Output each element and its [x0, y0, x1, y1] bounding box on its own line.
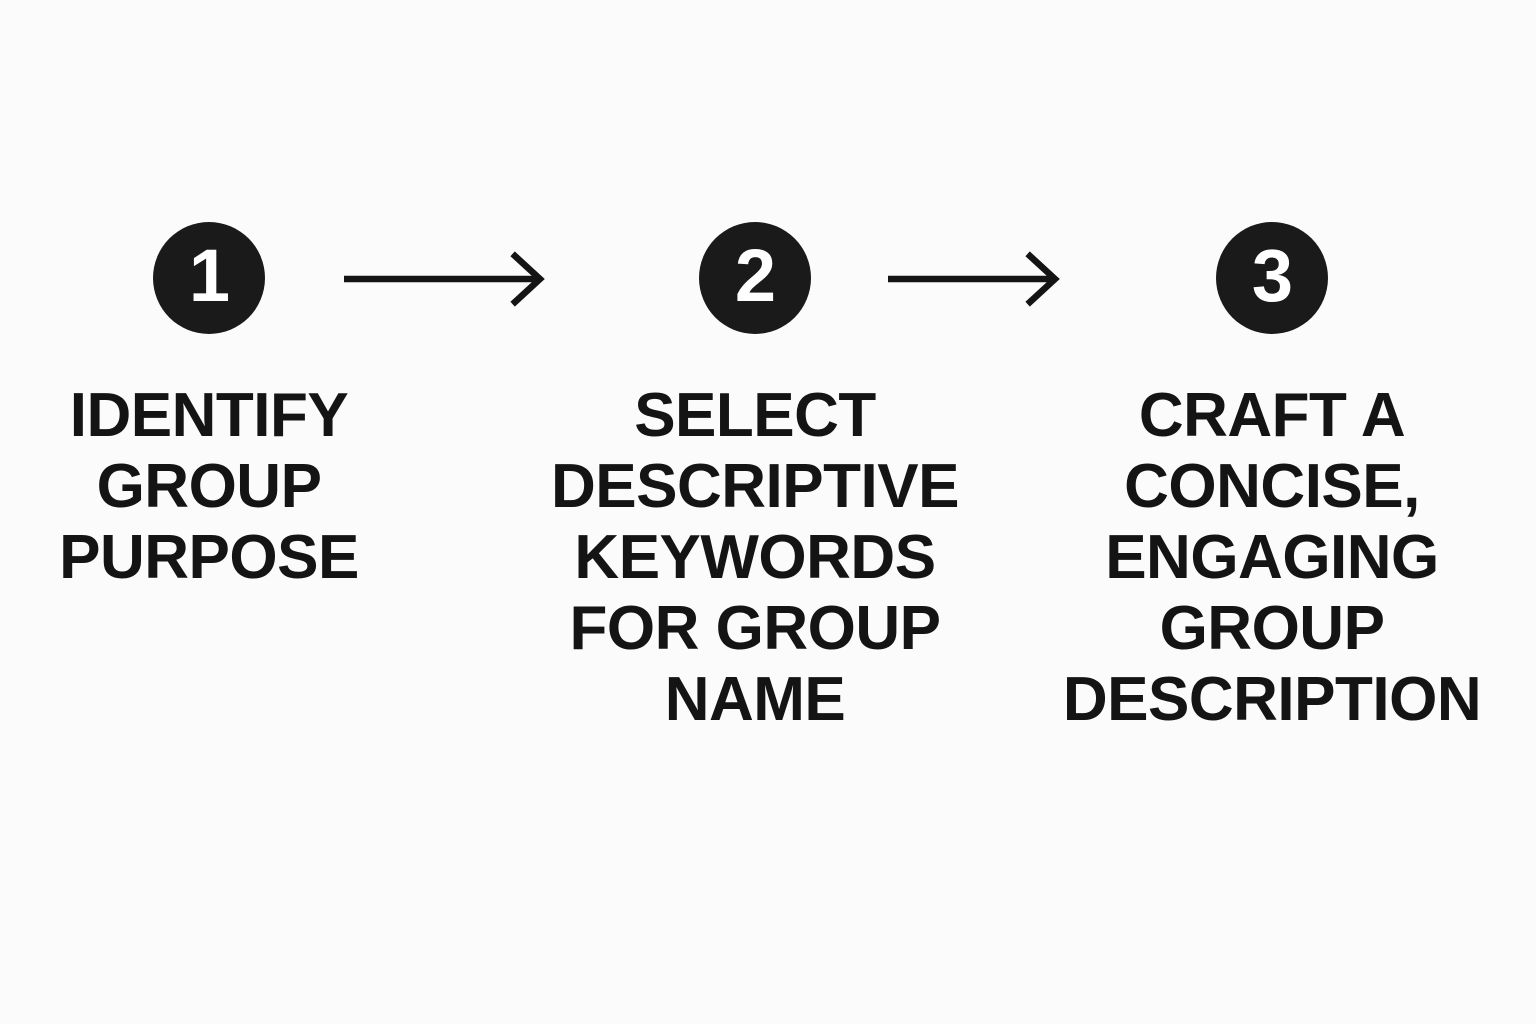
arrow-right-icon-1 [340, 249, 550, 309]
process-step-3: 3 CRAFT A CONCISE, ENGAGING GROUP DESCRI… [1037, 222, 1507, 735]
step-number-badge-2: 2 [699, 222, 811, 334]
step-number-label-1: 1 [188, 234, 230, 317]
step-number-badge-3: 3 [1216, 222, 1328, 334]
step-label-2: SELECT DESCRIPTIVE KEYWORDS FOR GROUP NA… [551, 381, 959, 734]
step-number-badge-1: 1 [153, 222, 265, 334]
step-label-1: IDENTIFY GROUP PURPOSE [59, 381, 359, 592]
step-number-label-2: 2 [734, 234, 776, 317]
process-step-2: 2 SELECT DESCRIPTIVE KEYWORDS FOR GROUP … [511, 222, 999, 735]
step-number-label-3: 3 [1251, 234, 1293, 317]
step-label-3: CRAFT A CONCISE, ENGAGING GROUP DESCRIPT… [1062, 381, 1482, 734]
arrow-right-icon-2 [884, 249, 1064, 309]
process-step-1: 1 IDENTIFY GROUP PURPOSE [0, 222, 418, 593]
